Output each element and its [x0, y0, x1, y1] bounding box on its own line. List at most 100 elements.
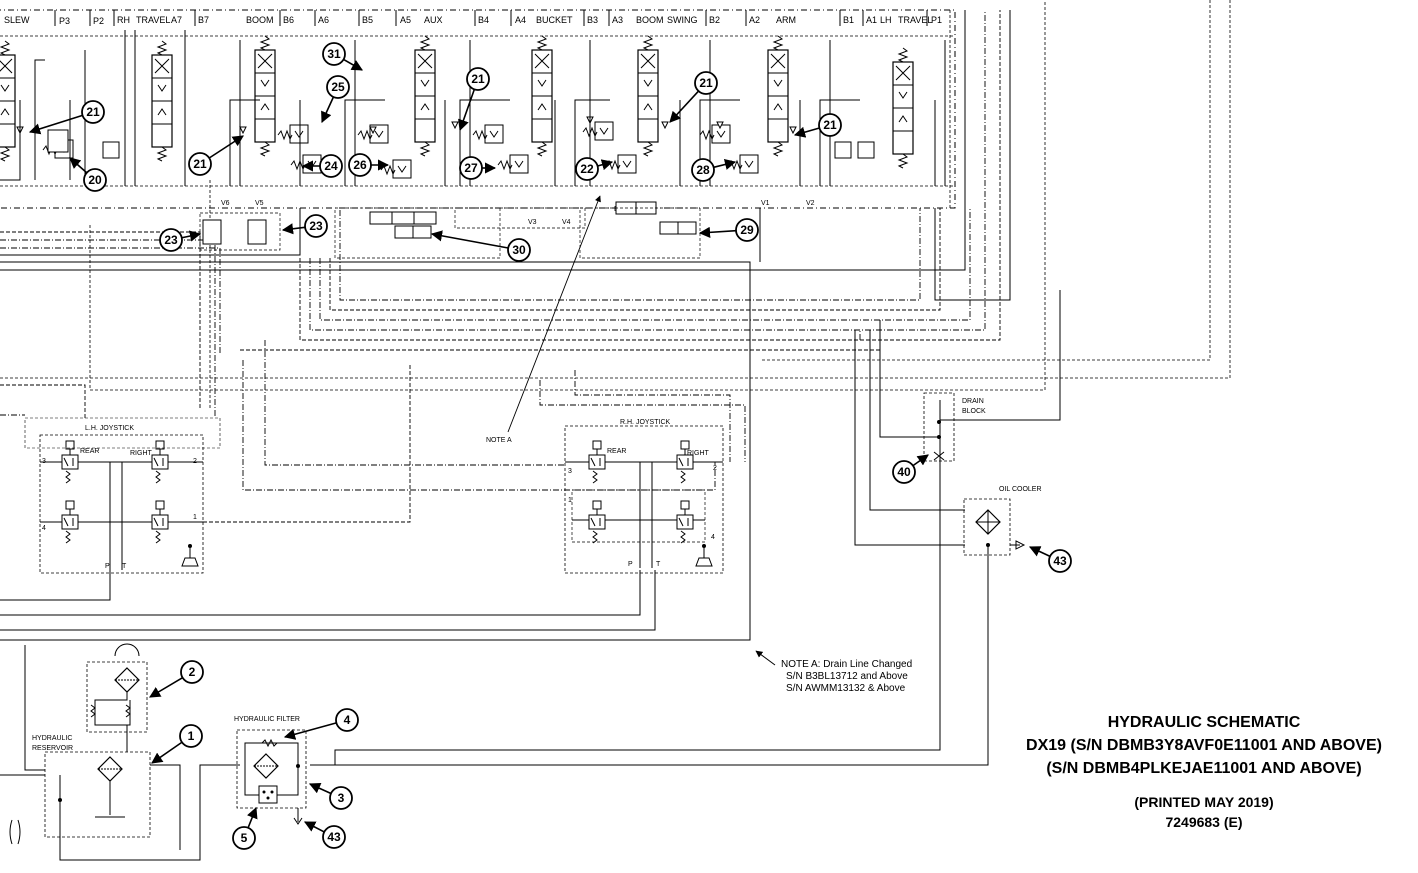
valve-bank-internal-lines	[0, 30, 946, 186]
callout: 26	[348, 153, 390, 177]
pilot-valve	[676, 440, 694, 484]
drain-lines	[0, 0, 1231, 410]
port-label: TRAVEL	[136, 15, 170, 25]
callout: 21	[669, 71, 718, 123]
callout-leader	[151, 741, 183, 764]
document-number: 7249683 (E)	[1165, 814, 1243, 830]
lh-joystick-label: L.H. JOYSTICK	[85, 425, 134, 432]
drain-block: DRAIN BLOCK	[923, 392, 986, 462]
port-label: BUCKET	[536, 15, 573, 25]
callout-circle	[575, 157, 599, 181]
callout: 27	[459, 156, 497, 180]
callout-leader	[343, 58, 363, 71]
port-label: V2	[806, 200, 815, 207]
relief-valve	[582, 121, 614, 141]
port-number: 3	[568, 468, 572, 475]
callout: 31	[322, 42, 363, 71]
callout-number: 21	[193, 157, 207, 171]
callout: 43	[304, 821, 346, 849]
pilot-line	[0, 239, 216, 418]
callout-circle	[188, 152, 212, 176]
hydraulic-reservoir: HYDRAULIC RESERVOIR	[9, 735, 151, 860]
rh-joystick: R.H. JOYSTICK 3 2 1 4 REAR RIGHT P T	[564, 419, 724, 574]
callout-circle	[329, 786, 353, 810]
callout-leader	[283, 722, 337, 740]
relief-valve	[380, 159, 412, 179]
port-label: A2	[749, 15, 760, 25]
port-label: BOOM	[636, 15, 664, 25]
port-label: V6	[221, 200, 230, 207]
port-separators	[54, 10, 928, 26]
pilot-valve	[151, 500, 169, 544]
relief-valve	[727, 154, 759, 174]
callout-number: 5	[241, 831, 248, 845]
pilot-line	[329, 208, 941, 311]
callout-leader	[698, 226, 737, 238]
note-a: NOTE A	[486, 195, 776, 666]
callout-circle	[335, 708, 359, 732]
lh-joystick: L.H. JOYSTICK 3 2 4 1 REAR RIGHT P T	[24, 417, 221, 574]
relief-valve	[605, 154, 637, 174]
spool-valve	[531, 35, 553, 157]
callout: 30	[430, 230, 531, 262]
port-label: A6	[318, 15, 329, 25]
port-label: P2	[93, 16, 104, 26]
callout-circle	[735, 218, 759, 242]
port-label: LH	[880, 15, 892, 25]
callout-leader	[149, 676, 183, 698]
port-label: B6	[283, 15, 294, 25]
rear-label: REAR	[80, 448, 99, 455]
callout-leader	[308, 783, 332, 795]
callout-number: 2	[189, 665, 196, 679]
printed-date: (PRINTED MAY 2019)	[1134, 794, 1274, 810]
callout-circle	[304, 214, 328, 238]
t-label: T	[122, 563, 127, 570]
port-label: P1	[931, 15, 942, 25]
drain-block-label: BLOCK	[962, 408, 986, 415]
check-valve	[716, 121, 724, 130]
port-label: B2	[709, 15, 720, 25]
model-line-1: DX19 (S/N DBMB3Y8AVF0E11001 AND ABOVE)	[1026, 737, 1382, 754]
spool-valve	[254, 35, 276, 157]
callout-number: 27	[464, 161, 478, 175]
port-label: RH	[117, 15, 130, 25]
pilot-valve	[676, 500, 694, 544]
callout-number: 29	[740, 223, 754, 237]
callout-number: 43	[327, 830, 341, 844]
port-label: SWING	[667, 15, 698, 25]
note-a-label: NOTE A	[486, 437, 512, 444]
callout-number: 25	[331, 80, 345, 94]
check-valve	[661, 121, 669, 130]
relief-valve	[472, 124, 504, 144]
port-label: V5	[255, 200, 264, 207]
callout: 23	[159, 228, 202, 252]
callout-leader	[28, 114, 83, 135]
callout: 3	[308, 783, 353, 810]
callout: 21	[458, 67, 490, 132]
spool-valve	[151, 40, 173, 162]
callout-number: 21	[699, 76, 713, 90]
port-label: B5	[362, 15, 373, 25]
callout: 2	[149, 660, 204, 698]
pilot-line	[0, 247, 221, 355]
callout-circle	[348, 153, 372, 177]
callout: 21	[188, 135, 244, 176]
callout: 28	[691, 158, 737, 182]
callout: 20	[69, 157, 107, 192]
callout-circle	[159, 228, 183, 252]
callout-circle	[507, 238, 531, 262]
callout: 21	[28, 100, 105, 135]
callout-circle	[322, 825, 346, 849]
pilot-line	[539, 380, 746, 462]
callout-number: 20	[88, 173, 102, 187]
callout-number: 30	[512, 243, 526, 257]
pilot-line	[203, 365, 411, 523]
note-a-line: NOTE A: Drain Line Changed	[781, 659, 913, 670]
port-label: A4	[515, 15, 526, 25]
right-label: RIGHT	[687, 450, 710, 457]
callout-leader	[1028, 546, 1051, 558]
valve-bank-port-labels: SLEW P3 P2 RH TRAVEL A7 B7 BOOM B6 A6 B5…	[4, 15, 942, 26]
callout: 25	[321, 75, 350, 124]
pilot-line	[319, 208, 971, 321]
